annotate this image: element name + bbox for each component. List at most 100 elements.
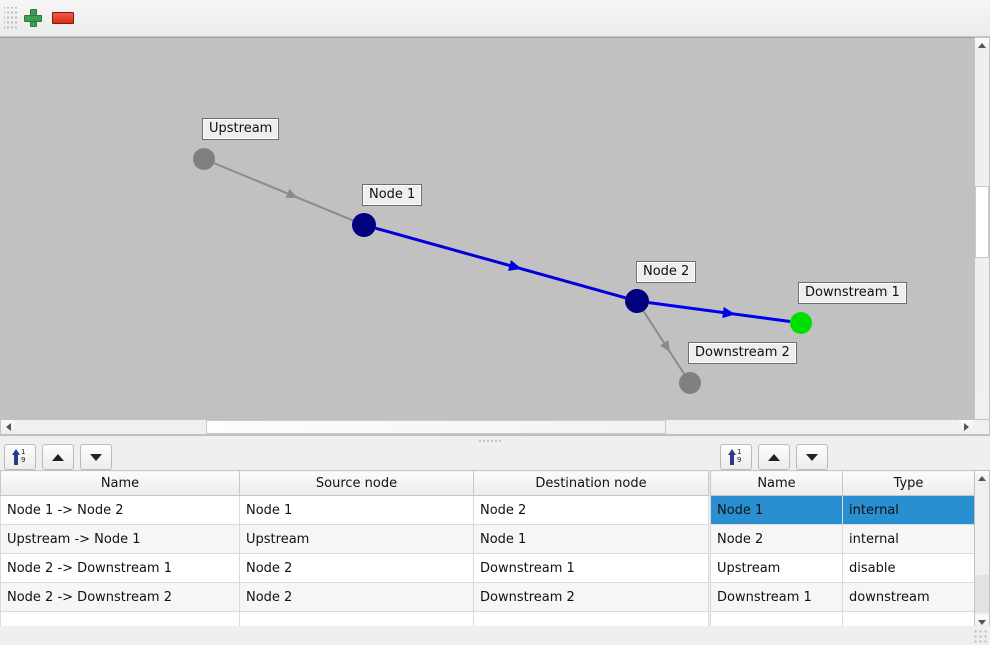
- chevron-left-icon: [5, 423, 11, 431]
- horizontal-splitter[interactable]: [0, 435, 990, 445]
- edge-arrowhead-node2-downstream2: [659, 340, 671, 353]
- graph-node-node2[interactable]: [625, 289, 649, 313]
- graph-node-node1[interactable]: [352, 213, 376, 237]
- sort-digit-top: 1: [21, 448, 26, 456]
- nodes-sort-button[interactable]: 1 9: [720, 444, 752, 470]
- graph-node-label-node1[interactable]: Node 1: [362, 184, 423, 206]
- graph-node-label-downstream1[interactable]: Downstream 1: [798, 282, 907, 304]
- cell-destination[interactable]: Node 2: [473, 495, 709, 525]
- canvas-horizontal-scroll-thumb[interactable]: [206, 420, 666, 434]
- cell-source[interactable]: Node 2: [239, 553, 474, 583]
- nodes-move-down-button[interactable]: [796, 444, 828, 470]
- nodes-table-scrollbar[interactable]: [974, 470, 990, 630]
- cell-name[interactable]: Node 2 -> Downstream 1: [0, 553, 240, 583]
- chevron-up-icon: [978, 42, 986, 48]
- graph-edge-node2-downstream2[interactable]: [642, 310, 685, 375]
- cell-name[interactable]: Upstream: [710, 553, 843, 583]
- edge-arrowhead-node2-downstream1: [722, 307, 736, 319]
- edges-move-down-button[interactable]: [80, 444, 112, 470]
- graph-edge-node1-node2[interactable]: [375, 226, 626, 300]
- triangle-down-icon: [806, 453, 818, 461]
- column-header-type[interactable]: Type: [842, 470, 975, 496]
- canvas-horizontal-scrollbar[interactable]: [0, 419, 990, 435]
- triangle-up-icon: [768, 453, 780, 461]
- scroll-up-button[interactable]: [975, 471, 989, 485]
- main-toolbar: [0, 0, 990, 37]
- nodes-move-up-button[interactable]: [758, 444, 790, 470]
- cell-name[interactable]: Node 2 -> Downstream 2: [0, 582, 240, 612]
- graph-node-downstream2[interactable]: [679, 372, 701, 394]
- graph-node-upstream[interactable]: [193, 148, 215, 170]
- graph-node-downstream1[interactable]: [790, 312, 812, 334]
- cell-destination[interactable]: Downstream 2: [473, 582, 709, 612]
- column-header-destination-node[interactable]: Destination node: [473, 470, 709, 496]
- sort-digit-top: 1: [737, 448, 742, 456]
- cell-type[interactable]: disable: [842, 553, 975, 583]
- column-header-name[interactable]: Name: [710, 470, 843, 496]
- edge-arrowhead-node1-node2: [508, 260, 522, 271]
- edges-move-up-button[interactable]: [42, 444, 74, 470]
- chevron-down-icon: [978, 619, 986, 625]
- cell-destination[interactable]: Node 1: [473, 524, 709, 554]
- sort-ascending-icon: 1 9: [727, 449, 745, 465]
- graph-edge-node2-downstream1[interactable]: [648, 301, 791, 324]
- column-header-source-node[interactable]: Source node: [239, 470, 474, 496]
- sort-ascending-icon: 1 9: [11, 449, 29, 465]
- cell-destination[interactable]: Downstream 1: [473, 553, 709, 583]
- canvas-vertical-scroll-thumb[interactable]: [975, 186, 989, 258]
- edges-sort-button[interactable]: 1 9: [4, 444, 36, 470]
- cell-name[interactable]: Node 1 -> Node 2: [0, 495, 240, 525]
- chevron-up-icon: [978, 475, 986, 481]
- graph-node-label-downstream2[interactable]: Downstream 2: [688, 342, 797, 364]
- toolbar-drag-grip[interactable]: [4, 7, 18, 29]
- add-node-button[interactable]: [18, 3, 48, 33]
- scroll-down-button[interactable]: [975, 615, 989, 629]
- edge-arrowhead-upstream-node1: [285, 188, 298, 199]
- scroll-right-button[interactable]: [959, 420, 973, 434]
- plus-icon: [24, 9, 42, 27]
- cell-type[interactable]: internal: [842, 495, 975, 525]
- graph-edge-upstream-node1[interactable]: [213, 162, 354, 222]
- sort-digit-bottom: 9: [21, 456, 26, 464]
- cell-source[interactable]: Node 2: [239, 582, 474, 612]
- edges-panel-toolbar: 1 9: [0, 444, 708, 470]
- column-header-name[interactable]: Name: [0, 470, 240, 496]
- cell-name[interactable]: Downstream 1: [710, 582, 843, 612]
- scroll-up-button[interactable]: [975, 38, 989, 52]
- triangle-down-icon: [90, 453, 102, 461]
- graph-node-label-upstream[interactable]: Upstream: [202, 118, 280, 140]
- window-resize-grip[interactable]: [973, 629, 987, 643]
- cell-type[interactable]: downstream: [842, 582, 975, 612]
- cell-type[interactable]: internal: [842, 524, 975, 554]
- graph-node-label-node2[interactable]: Node 2: [636, 261, 697, 283]
- remove-node-button[interactable]: [48, 3, 78, 33]
- scroll-left-button[interactable]: [1, 420, 15, 434]
- nodes-table-scroll-thumb[interactable]: [975, 575, 989, 613]
- cell-source[interactable]: Upstream: [239, 524, 474, 554]
- cell-source[interactable]: Node 1: [239, 495, 474, 525]
- cell-name[interactable]: Node 1: [710, 495, 843, 525]
- canvas-vertical-scrollbar[interactable]: [974, 37, 990, 435]
- cell-name[interactable]: Upstream -> Node 1: [0, 524, 240, 554]
- cell-name[interactable]: Node 2: [710, 524, 843, 554]
- splitter-grip[interactable]: [478, 439, 502, 442]
